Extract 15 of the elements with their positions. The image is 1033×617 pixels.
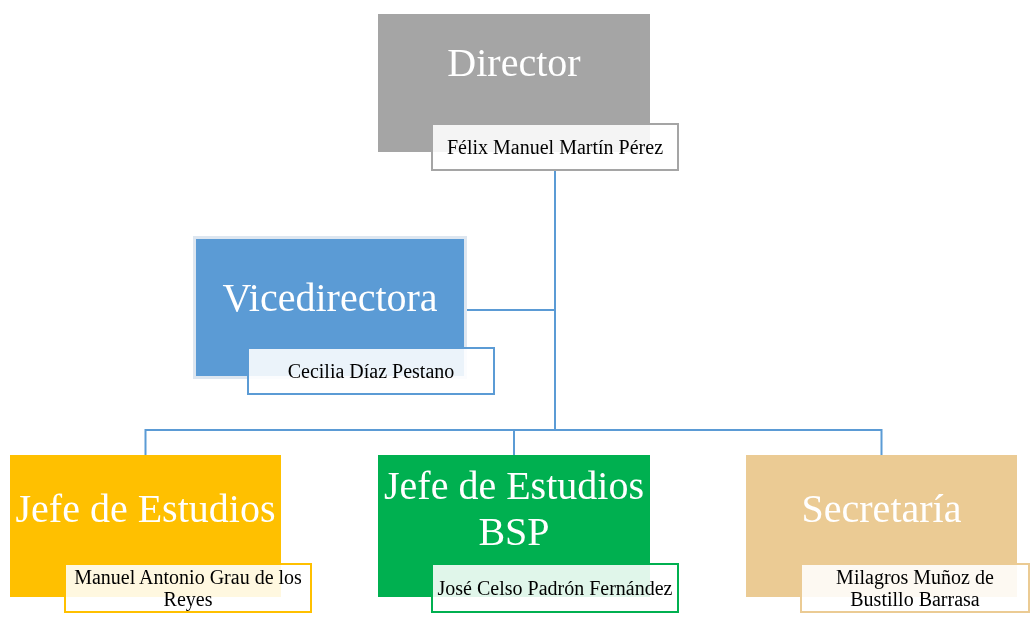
name-box bbox=[64, 563, 312, 613]
person-name: Félix Manuel Martín Pérez bbox=[446, 136, 664, 158]
name-box bbox=[800, 563, 1030, 613]
role-title: Jefe de Estudios BSP bbox=[383, 463, 645, 555]
name-box bbox=[247, 347, 495, 395]
role-title: Secretaría bbox=[801, 486, 962, 532]
role-title: Jefe de Estudios bbox=[15, 486, 276, 532]
name-box bbox=[431, 123, 679, 171]
person-name: Milagros Muñoz de Bustillo Barrasa bbox=[835, 566, 995, 610]
person-name: Cecilia Díaz Pestano bbox=[287, 360, 455, 382]
person-name: José Celso Padrón Fernández bbox=[437, 577, 673, 599]
person-name: Manuel Antonio Grau de los Reyes bbox=[73, 566, 303, 610]
role-title: Director bbox=[447, 40, 581, 86]
role-title: Vicedirectora bbox=[222, 274, 438, 321]
name-box bbox=[431, 563, 679, 613]
